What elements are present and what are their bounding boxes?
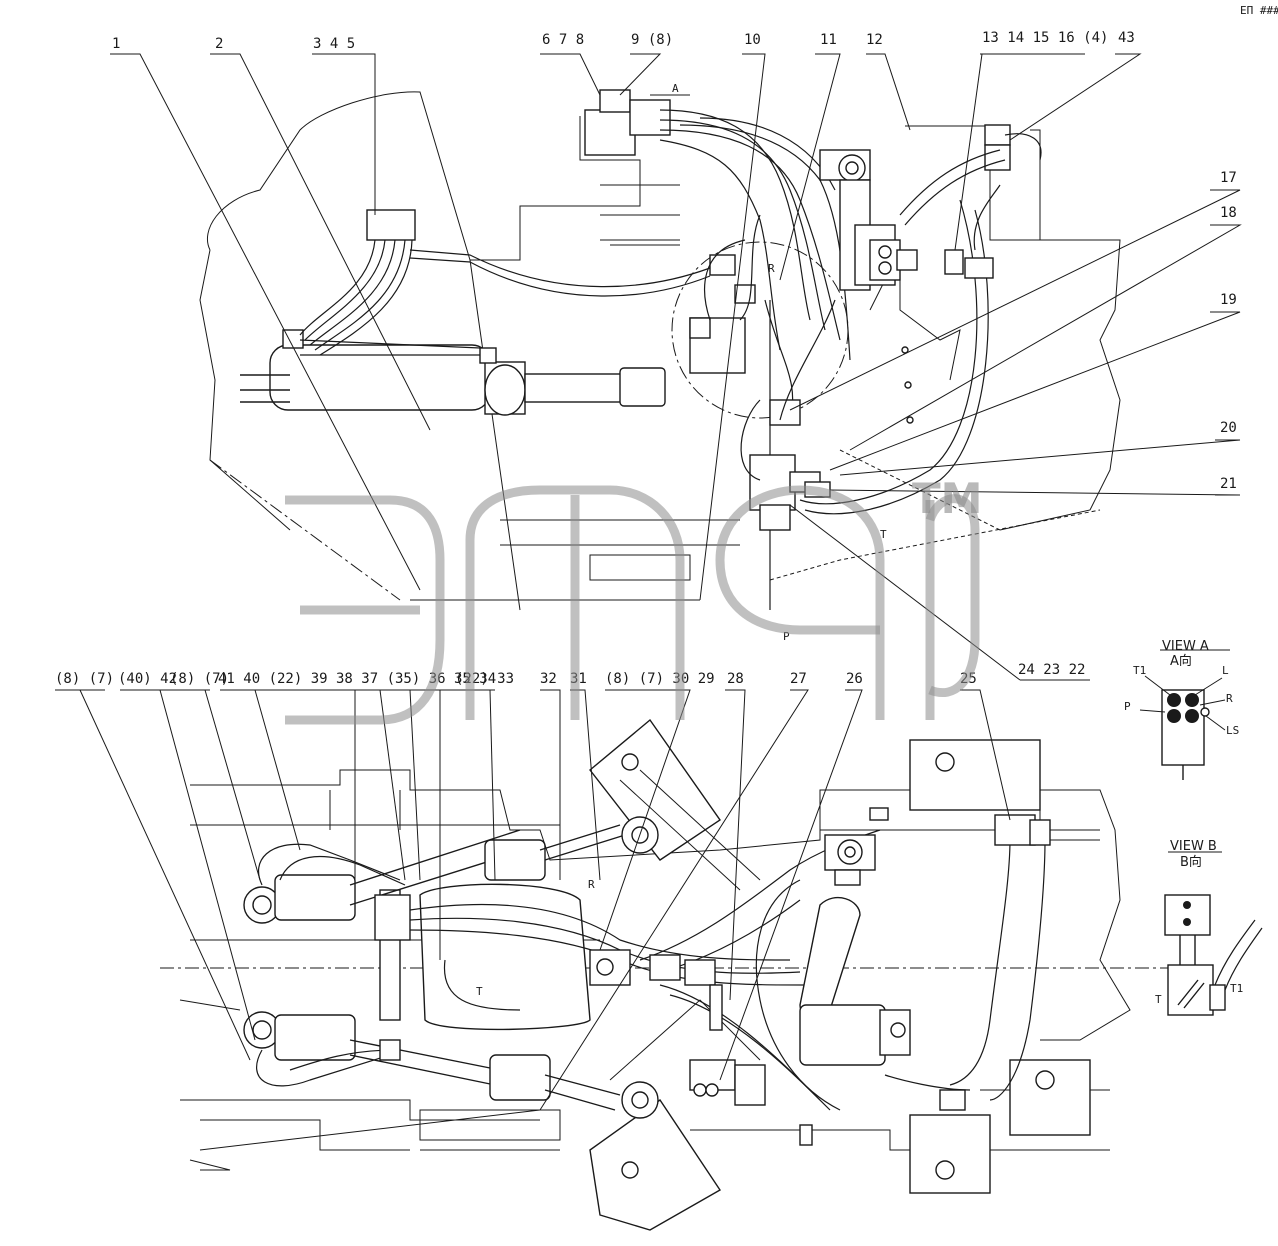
watermark-logo: TM: [285, 474, 982, 725]
upper-frame-outline: [199, 91, 1121, 611]
port-label-a: A: [672, 82, 679, 95]
view-a-detail: VIEW A A向 T1 L R P LS: [1124, 639, 1239, 780]
callout-19: 19: [1220, 292, 1237, 308]
callout-lower-32: 32: [540, 671, 557, 687]
port-label-r: R: [768, 262, 775, 275]
view-a-label-l: L: [1222, 664, 1229, 677]
callout-lower-8-7-a: (8) (7): [55, 671, 114, 687]
callout-21: 21: [1220, 476, 1237, 492]
upper-callouts: 1 2 3 4 5 6 7 8 9 (8) 10 11 12 13 14 15 …: [112, 30, 1237, 678]
corner-note: ЕП ###: [1240, 4, 1278, 17]
port-label-p: P: [783, 630, 790, 643]
port-labels: A R T P: [650, 82, 887, 643]
steering-unit-group: [689, 149, 918, 610]
callout-24-23-22: 24 23 22: [1018, 662, 1085, 678]
view-b-subtitle: B向: [1180, 854, 1202, 870]
callout-43: 43: [1118, 30, 1135, 46]
view-b-detail: VIEW B B向 T T1: [1155, 839, 1263, 1016]
view-a-label-r: R: [1226, 692, 1233, 705]
port-label-t: T: [880, 528, 887, 541]
view-a-label-t1: T1: [1133, 664, 1146, 677]
view-b-title: VIEW B: [1170, 839, 1217, 854]
port-label-r-lower: R: [588, 878, 595, 891]
lower-frame-outline: [160, 718, 1200, 1231]
view-a-title: VIEW A: [1162, 639, 1209, 654]
upper-steering-cylinder: [240, 329, 666, 416]
callout-13-16: 13 14 15 16 (4): [982, 30, 1108, 46]
lower-callouts: (8) (7) (40) 42 (8) (7) 41 40 (22) 39 38…: [55, 671, 977, 998]
callout-lower-41-34: 41 40 (22) 39 38 37 (35) 36 35 34: [218, 671, 496, 687]
callout-9-8: 9 (8): [631, 32, 673, 48]
callout-lower-8-7-30-29: (8) (7) 30 29: [605, 671, 715, 687]
callout-17: 17: [1220, 170, 1237, 186]
callout-20: 20: [1220, 420, 1237, 436]
upper-valve-block: [584, 89, 851, 361]
watermark-tm: TM: [912, 474, 982, 523]
lower-cylinder-lower: [243, 1011, 659, 1119]
lower-components: [589, 814, 1051, 1146]
callout-1: 1: [112, 36, 120, 52]
view-a-label-p: P: [1124, 700, 1131, 713]
callout-11: 11: [820, 32, 837, 48]
view-a-label-ls: LS: [1226, 724, 1239, 737]
upper-right-fittings: [899, 124, 1042, 424]
upper-hose-bundle-left: [299, 209, 711, 356]
view-b-label-t1: T1: [1230, 982, 1243, 995]
callout-lower-28: 28: [727, 671, 744, 687]
view-b-label-t: T: [1155, 993, 1162, 1006]
callout-18: 18: [1220, 205, 1237, 221]
upper-leader-lines: [110, 53, 1242, 681]
callout-lower-40-42: (40) 42: [118, 671, 177, 687]
view-a-subtitle: A向: [1170, 653, 1192, 669]
callout-lower-22-33: (22) 33: [455, 671, 514, 687]
callout-12: 12: [866, 32, 883, 48]
callout-3-4-5: 3 4 5: [313, 36, 355, 52]
callout-lower-27: 27: [790, 671, 807, 687]
callout-lower-8-7-b: (8) (7): [170, 671, 229, 687]
callout-6-7-8: 6 7 8: [542, 32, 584, 48]
callout-lower-26: 26: [846, 671, 863, 687]
callout-2: 2: [215, 36, 223, 52]
port-label-t-lower: T: [476, 985, 483, 998]
callout-10: 10: [744, 32, 761, 48]
